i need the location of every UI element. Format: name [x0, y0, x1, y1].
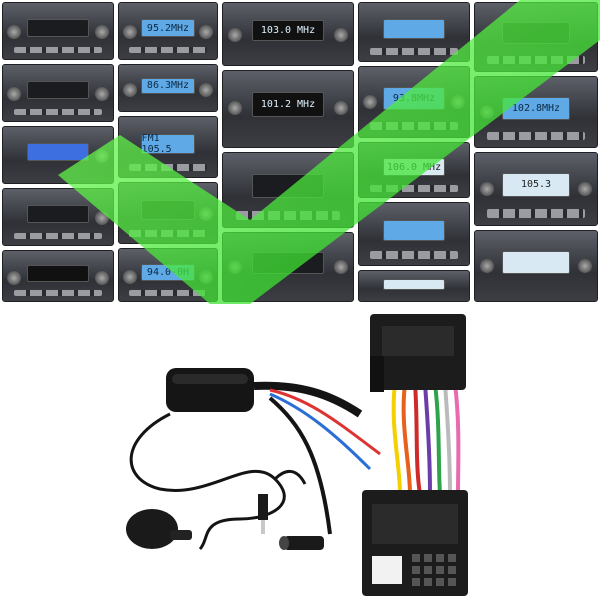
- radio-unit: 86.3MHz: [118, 64, 218, 112]
- radio-unit: FM1 105.5: [118, 116, 218, 178]
- radio-unit: [474, 230, 598, 302]
- radio-unit: [2, 64, 114, 122]
- radio-unit: 106.0 MHz: [358, 142, 470, 198]
- radio-unit: 93.8MHz: [358, 66, 470, 138]
- radio-unit: 102.8MHz: [474, 76, 598, 148]
- radio-unit: [118, 182, 218, 244]
- radio-unit: [358, 270, 470, 302]
- radio-unit: [2, 188, 114, 246]
- bluetooth-adapter-cable: [126, 314, 468, 596]
- radio-unit: 101.2 MHz: [222, 70, 354, 148]
- radio-unit: 105.3: [474, 152, 598, 226]
- radio-unit: 103.0 MHz: [222, 2, 354, 66]
- car-radio-grid: 95.2MHz 86.3MHz FM1 105.5 94.0-0H 103.0 …: [2, 2, 598, 302]
- radio-unit: [222, 152, 354, 228]
- audio-jack: [258, 494, 268, 520]
- radio-unit: [2, 250, 114, 302]
- radio-unit: 95.2MHz: [118, 2, 218, 60]
- radio-unit: [2, 126, 114, 184]
- radio-unit: [222, 232, 354, 302]
- audio-jack: [284, 536, 324, 550]
- radio-unit: [2, 2, 114, 60]
- microphone: [126, 509, 178, 549]
- radio-unit: [358, 202, 470, 266]
- radio-unit: [474, 2, 598, 72]
- radio-unit: [358, 2, 470, 62]
- radio-unit: 94.0-0H: [118, 248, 218, 302]
